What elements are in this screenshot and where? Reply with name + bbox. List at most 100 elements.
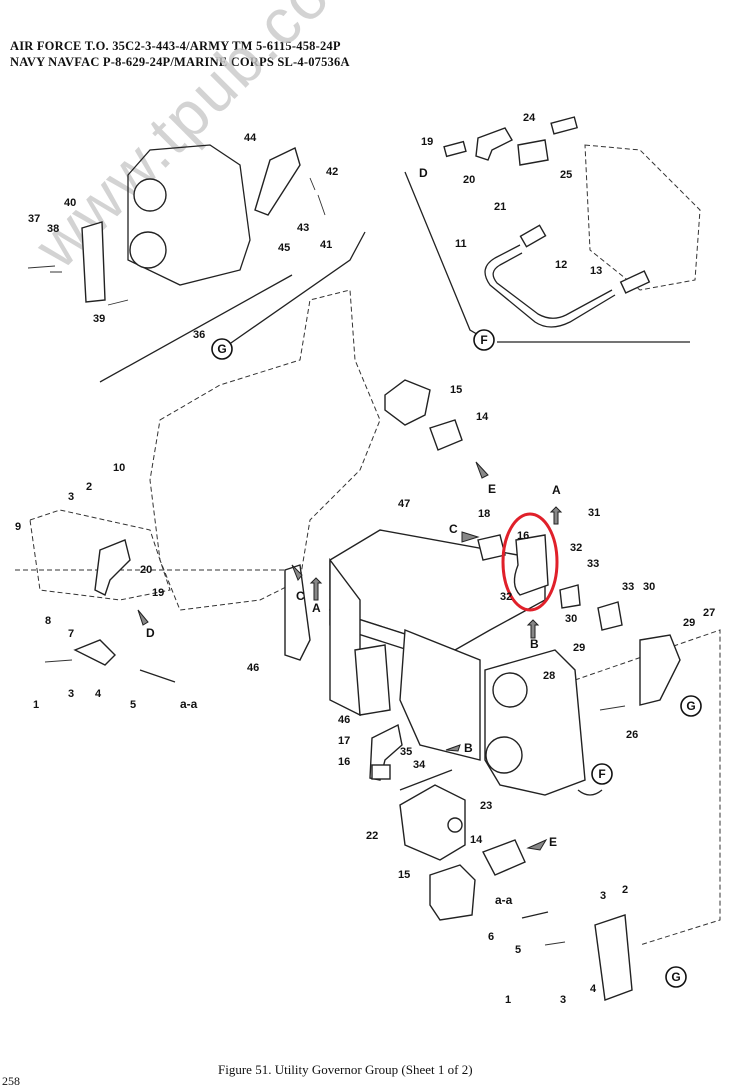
callout-14-top: 14 [476, 411, 489, 423]
gasket-46-bottom [354, 644, 391, 716]
block-22 [399, 784, 466, 861]
hose-16 [513, 534, 549, 596]
leader-36-b [217, 231, 366, 353]
arrow-c-left [291, 564, 303, 581]
callout-37: 37 [28, 213, 40, 225]
flow-arrows [137, 461, 603, 851]
callout-33-upper: 33 [587, 558, 599, 570]
callout-24: 24 [523, 112, 536, 124]
highlight-ellipse [501, 512, 559, 612]
block-15-top [384, 379, 431, 426]
callout-19-inset: 19 [421, 136, 433, 148]
figure-caption: Figure 51. Utility Governor Group (Sheet… [218, 1062, 473, 1077]
tee-25 [517, 139, 549, 166]
callout-32-lower: 32 [500, 591, 512, 603]
callout-1-bottom: 1 [505, 994, 511, 1006]
callout-39: 39 [93, 313, 105, 325]
sleeve-16 [371, 764, 391, 780]
callout-38: 38 [47, 223, 59, 235]
bracket-4-right [639, 634, 681, 706]
arrow-b-right [526, 619, 540, 639]
tube-11-outer [484, 244, 616, 328]
callout-3-lower-left: 3 [68, 688, 74, 700]
callout-44: 44 [244, 132, 257, 144]
callout-29-left: 29 [573, 642, 585, 654]
callout-30-right: 30 [643, 581, 655, 593]
circle-g-inset-text: G [217, 342, 226, 356]
label-d-main: D [146, 626, 155, 640]
housing-port-inset [133, 178, 167, 212]
callout-3-bottom: 3 [560, 994, 566, 1006]
callout-3-bottom-right: 3 [600, 890, 606, 902]
label-a-left: A [312, 601, 321, 615]
label-c-right: C [449, 522, 458, 536]
callout-8: 8 [45, 615, 51, 627]
block-22-port [447, 817, 463, 833]
callout-45: 45 [278, 242, 290, 254]
callout-16-highlighted: 16 [517, 530, 529, 542]
elbow-20-inset [475, 127, 513, 161]
callout-46-left: 46 [247, 662, 259, 674]
callout-5-left: 5 [130, 699, 136, 711]
label-b-right: B [530, 637, 539, 651]
arrow-letter-labels: A A B B C C D D E E a-a a-a [146, 166, 561, 907]
label-b-lower: B [464, 741, 473, 755]
housing-boss-lower [485, 736, 523, 774]
document-header: AIR FORCE T.O. 35C2-3-443-4/ARMY TM 5-61… [10, 38, 350, 70]
callout-43: 43 [297, 222, 309, 234]
circle-reference-labels: G G G F F [211, 329, 702, 988]
callout-1-left: 1 [33, 699, 39, 711]
callout-36: 36 [193, 329, 205, 341]
callout-25: 25 [560, 169, 572, 181]
callout-30-left: 30 [565, 613, 577, 625]
lever-44 [254, 147, 301, 216]
gasket-46-top [284, 564, 311, 661]
fitting-24 [550, 116, 579, 135]
arrow-c-right [461, 531, 480, 543]
label-c-left: C [296, 589, 305, 603]
arrow-f-main [577, 789, 603, 796]
header-line-2: NAVY NAVFAC P-8-629-24P/MARINE CORPS SL-… [10, 55, 350, 69]
callout-18: 18 [478, 508, 490, 520]
callout-2-bottom: 2 [622, 884, 628, 896]
callout-41: 41 [320, 239, 332, 251]
callout-26: 26 [626, 729, 638, 741]
inset-g [27, 144, 366, 383]
callout-2-left: 2 [86, 481, 92, 493]
block-15-bottom [429, 864, 476, 921]
circle-g-right [680, 695, 702, 717]
leader-36-a [99, 274, 293, 383]
callout-14-bottom: 14 [470, 834, 483, 846]
callout-40: 40 [64, 197, 76, 209]
callout-3-upper-left: 3 [68, 491, 74, 503]
bolt-37 [27, 265, 62, 273]
callout-22: 22 [366, 830, 378, 842]
label-e-main: E [488, 482, 496, 496]
callout-34: 34 [413, 759, 426, 771]
inset-f [404, 116, 701, 343]
callout-32-upper: 32 [570, 542, 582, 554]
callout-7: 7 [68, 628, 74, 640]
tube-34 [399, 769, 453, 791]
main-assembly [44, 379, 681, 1001]
bracket-40 [81, 221, 106, 303]
circle-g-inset [211, 338, 233, 360]
circle-f-inset [473, 329, 495, 351]
fitting-14-top [429, 419, 463, 451]
fitting-13 [619, 270, 651, 294]
spring-33-right [597, 601, 623, 631]
elbow-20 [94, 539, 131, 596]
callout-5-bottom: 5 [515, 944, 521, 956]
callout-35: 35 [400, 746, 412, 758]
callout-10: 10 [113, 462, 125, 474]
callout-6: 6 [488, 931, 494, 943]
callout-4-left: 4 [95, 688, 102, 700]
callout-numbers: 1 1 2 2 3 3 3 3 4 4 5 5 6 7 8 9 10 11 12… [15, 112, 715, 1006]
callout-17: 17 [338, 735, 350, 747]
spring-33-left [559, 584, 581, 609]
fitting-12 [519, 224, 547, 248]
callout-31: 31 [588, 507, 600, 519]
callout-20-inset: 20 [463, 174, 475, 186]
fitting-19-inset [443, 140, 467, 158]
